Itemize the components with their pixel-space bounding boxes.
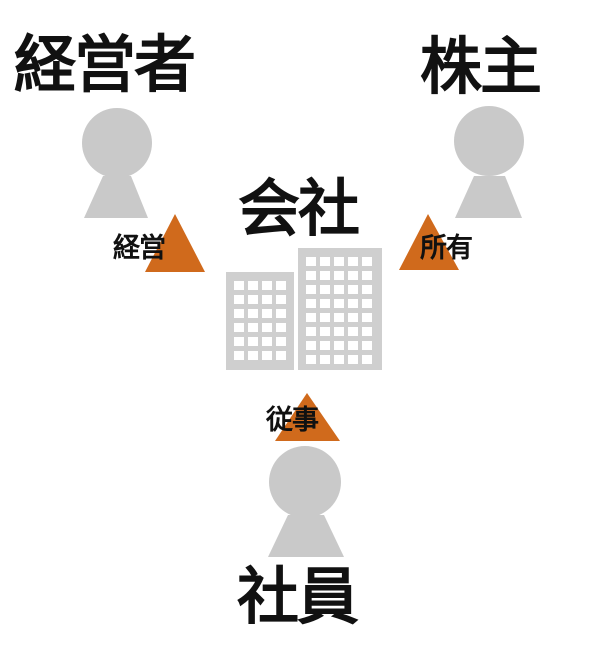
building-window xyxy=(276,295,286,304)
shareholder-label: 株主 xyxy=(420,30,542,103)
manage-relation-label: 経営 xyxy=(113,233,166,264)
building-window xyxy=(348,285,358,294)
building-window xyxy=(348,327,358,336)
building-window xyxy=(320,313,330,322)
manager-label: 経営者 xyxy=(14,28,196,101)
building-window xyxy=(320,341,330,350)
manage-arrow-icon xyxy=(145,214,205,272)
building-window xyxy=(348,341,358,350)
building-window xyxy=(306,285,316,294)
building-window xyxy=(306,257,316,266)
building-window xyxy=(334,271,344,280)
building-window xyxy=(234,337,244,346)
building-window xyxy=(234,295,244,304)
own-arrow-icon xyxy=(399,214,459,270)
employee-label: 社員 xyxy=(237,560,359,633)
building-window xyxy=(348,271,358,280)
building-window xyxy=(348,257,358,266)
building-window xyxy=(306,341,316,350)
building-window xyxy=(248,309,258,318)
building-window xyxy=(262,309,272,318)
building-window xyxy=(334,341,344,350)
own-relation-label: 所有 xyxy=(420,233,473,264)
building-window xyxy=(306,313,316,322)
building-window xyxy=(334,355,344,364)
building-window xyxy=(362,285,372,294)
building-window xyxy=(362,313,372,322)
building-window xyxy=(334,285,344,294)
building-window xyxy=(320,299,330,308)
building-window xyxy=(334,313,344,322)
building-window xyxy=(320,327,330,336)
manager-person-icon xyxy=(82,108,152,218)
building-window xyxy=(248,337,258,346)
building-window xyxy=(262,281,272,290)
building-window xyxy=(348,313,358,322)
building-window xyxy=(262,351,272,360)
building-window xyxy=(234,281,244,290)
building-window xyxy=(320,271,330,280)
building-window xyxy=(320,285,330,294)
building-window xyxy=(276,323,286,332)
building-window xyxy=(234,309,244,318)
building-window xyxy=(348,355,358,364)
building-window xyxy=(248,281,258,290)
building-window xyxy=(276,309,286,318)
employee-person-icon xyxy=(268,446,344,557)
building-window xyxy=(276,337,286,346)
building-window xyxy=(334,327,344,336)
engage-arrow-icon xyxy=(275,393,340,441)
building-window xyxy=(248,295,258,304)
building-window xyxy=(234,351,244,360)
building-window xyxy=(320,257,330,266)
engage-relation-label: 従事 xyxy=(266,405,319,436)
company-label: 会社 xyxy=(238,172,360,245)
building-window xyxy=(362,341,372,350)
building-window xyxy=(362,299,372,308)
building-window xyxy=(306,327,316,336)
building-window xyxy=(276,281,286,290)
building-window xyxy=(362,257,372,266)
building-window xyxy=(248,351,258,360)
building-window xyxy=(276,351,286,360)
building-window xyxy=(248,323,258,332)
building-window xyxy=(362,271,372,280)
building-window xyxy=(348,299,358,308)
building-window xyxy=(362,355,372,364)
building-window xyxy=(334,299,344,308)
building-window xyxy=(306,271,316,280)
building-window xyxy=(362,327,372,336)
building-window xyxy=(334,257,344,266)
company-building-icon xyxy=(226,248,382,370)
building-window xyxy=(262,337,272,346)
shareholder-person-icon xyxy=(454,106,524,218)
building-window xyxy=(234,323,244,332)
building-window xyxy=(306,355,316,364)
building-window xyxy=(262,295,272,304)
building-window xyxy=(262,323,272,332)
building-window xyxy=(306,299,316,308)
building-window xyxy=(320,355,330,364)
